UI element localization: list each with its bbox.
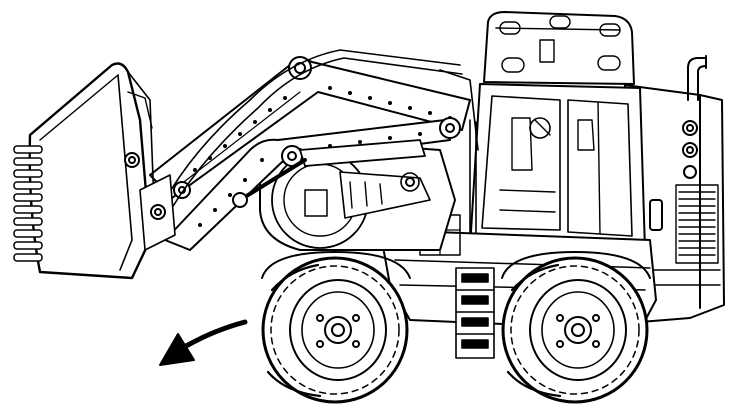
arm-rivets (193, 86, 452, 172)
curved-direction-arrow (159, 319, 248, 366)
rear-wheel (501, 256, 649, 404)
front-wheel (261, 256, 409, 404)
rear-fender (501, 251, 651, 279)
hydraulic-cylinder (232, 139, 426, 208)
engine-grille (675, 184, 719, 264)
front-fender (261, 251, 411, 279)
exhaust-stack (687, 55, 707, 101)
access-steps (455, 267, 495, 359)
bucket-teeth (13, 145, 43, 262)
front-frame (259, 139, 456, 251)
bucket (13, 62, 176, 280)
cab (469, 11, 646, 251)
